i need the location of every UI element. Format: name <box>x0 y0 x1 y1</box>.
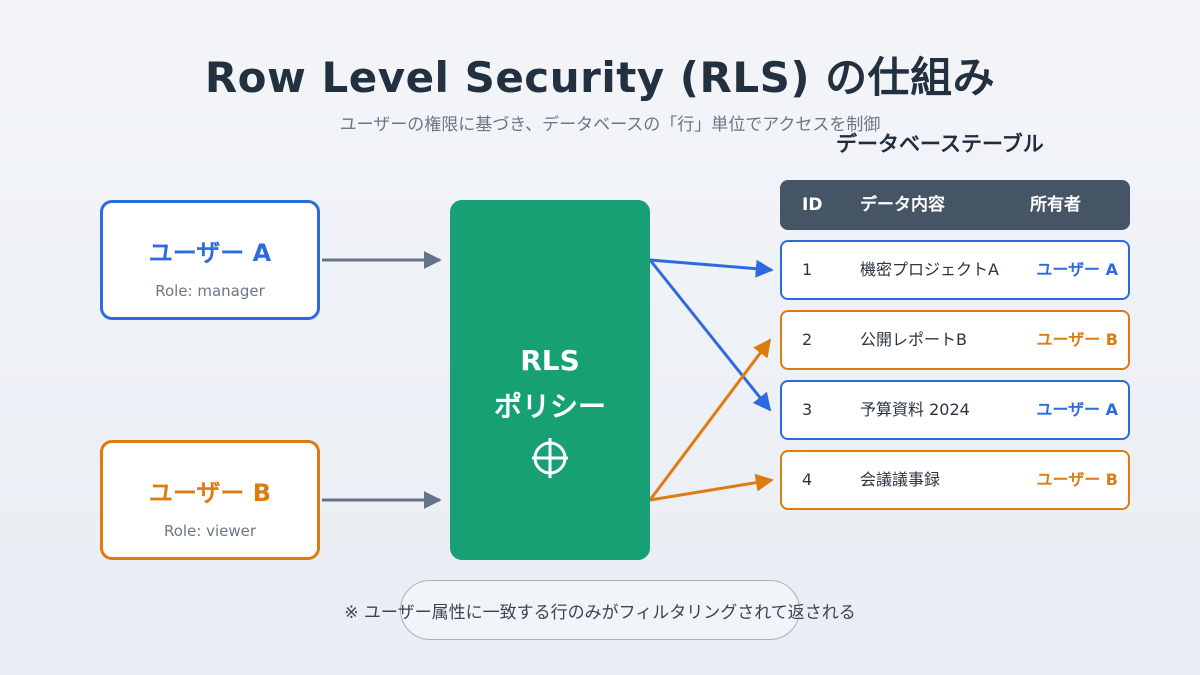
row-content: 機密プロジェクトA <box>860 260 999 279</box>
table-row: 3 予算資料 2024 ユーザー A <box>780 380 1130 440</box>
header-id: ID <box>802 195 823 215</box>
row-content: 予算資料 2024 <box>860 400 970 419</box>
policy-label-line1: RLS <box>520 344 580 377</box>
arrow-policy-to-row-4 <box>649 473 774 502</box>
row-owner: ユーザー B <box>1036 330 1118 349</box>
page-subtitle: ユーザーの権限に基づき、データベースの「行」単位でアクセスを制御 <box>339 115 881 135</box>
table-row: 1 機密プロジェクトA ユーザー A <box>780 240 1130 300</box>
user-b-role: Role: viewer <box>163 522 257 540</box>
row-id: 2 <box>802 330 813 349</box>
header-content: データ内容 <box>860 195 945 215</box>
row-content: 公開レポートB <box>860 330 967 349</box>
row-id: 4 <box>802 470 813 489</box>
row-id: 3 <box>802 400 813 419</box>
arrow-policy-to-row-1 <box>649 258 774 278</box>
table-row: 4 会議議事録 ユーザー B <box>780 450 1130 510</box>
user-a-role: Role: manager <box>155 282 265 300</box>
row-owner: ユーザー A <box>1036 400 1118 419</box>
row-owner: ユーザー B <box>1036 470 1118 489</box>
footnote-pill <box>400 580 800 640</box>
row-id: 1 <box>802 260 813 279</box>
arrow-policy-to-row-3 <box>648 259 772 412</box>
footnote: ※ ユーザー属性に一致する行のみがフィルタリングされて返される <box>344 603 856 623</box>
policy-label-line2: ポリシー <box>493 390 606 423</box>
header-owner: 所有者 <box>1030 195 1081 215</box>
arrow-policy-to-row-2 <box>648 338 772 501</box>
table-title: データベーステーブル <box>836 132 1044 156</box>
row-content: 会議議事録 <box>860 470 941 489</box>
user-b-card: ユーザー B Role: viewer <box>100 440 320 560</box>
filter-target-icon <box>532 438 568 478</box>
table-header: ID データ内容 所有者 <box>780 180 1130 230</box>
table-row: 2 公開レポートB ユーザー B <box>780 310 1130 370</box>
row-owner: ユーザー A <box>1036 260 1118 279</box>
page-title: Row Level Security (RLS) の仕組み <box>204 53 996 102</box>
user-a-card: ユーザー A Role: manager <box>100 200 320 320</box>
user-b-name: ユーザー B <box>148 479 272 507</box>
user-a-name: ユーザー A <box>148 239 272 267</box>
rls-policy-box: RLS ポリシー <box>450 200 650 560</box>
